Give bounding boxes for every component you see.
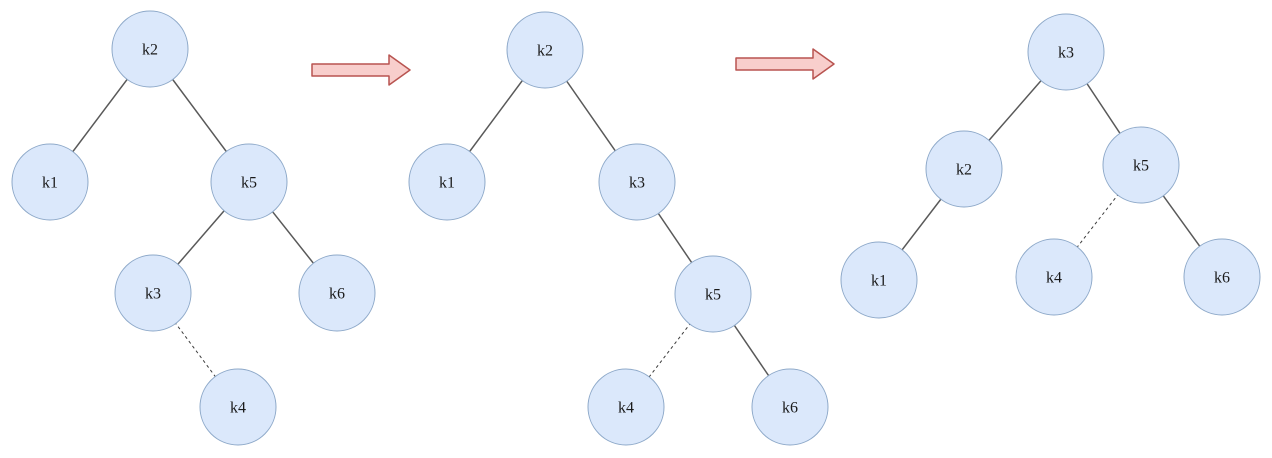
tree-step-2-node-k2 [506,11,584,89]
tree-step-1-node-k2 [111,10,189,88]
tree-step-1-node-k1 [11,143,89,221]
tree-step-1: k2 k1 k5 k3 k6 k4 [11,10,376,446]
tree-step-1-node-k5 [210,143,288,221]
tree-step-2-node-k4 [587,368,665,446]
tree-step-1-node-label-k3: k3 [145,286,161,303]
tree-step-3-node-k6 [1183,238,1261,316]
tree-step-3-node-k5 [1102,126,1180,204]
tree-step-1-node-label-k4: k4 [230,400,246,417]
tree-step-1-node-label-k5: k5 [241,175,257,192]
tree-step-2-node-k1 [408,143,486,221]
tree-step-1-node-label-k6: k6 [329,286,345,303]
step-arrow-1-right-arrow-icon [311,54,411,86]
tree-step-3-node-k3 [1027,13,1105,91]
tree-step-2-node-k5 [674,255,752,333]
tree-step-3-node-label-k2: k2 [956,162,972,179]
tree-step-1-node-k6 [298,254,376,332]
tree-step-3-node-label-k3: k3 [1058,45,1074,62]
tree-step-2-node-label-k3: k3 [629,175,645,192]
tree-step-2-node-k3 [598,143,676,221]
step-arrow-2-right-arrow-icon [735,48,835,80]
tree-step-2-node-label-k4: k4 [618,400,634,417]
tree-step-2-node-k6 [751,368,829,446]
tree-step-3-node-label-k6: k6 [1214,270,1230,287]
tree-step-3-node-label-k4: k4 [1046,270,1062,287]
tree-step-1-node-label-k2: k2 [142,42,158,59]
tree-step-2: k2 k1 k3 k5 k4 k6 [408,11,829,446]
tree-step-1-node-k3 [114,254,192,332]
tree-step-3: k3 k2 k5 k1 k4 k6 [840,13,1261,319]
tree-step-1-node-k4 [199,368,277,446]
tree-step-2-node-label-k5: k5 [705,287,721,304]
tree-step-3-node-k4 [1015,238,1093,316]
tree-step-1-node-label-k1: k1 [42,175,58,192]
tree-step-3-node-k1 [840,241,918,319]
tree-step-3-node-k2 [925,130,1003,208]
tree-step-3-node-label-k5: k5 [1133,158,1149,175]
tree-step-2-node-label-k2: k2 [537,43,553,60]
tree-step-2-node-label-k6: k6 [782,400,798,417]
tree-step-2-node-label-k1: k1 [439,175,455,192]
tree-step-3-node-label-k1: k1 [871,273,887,290]
